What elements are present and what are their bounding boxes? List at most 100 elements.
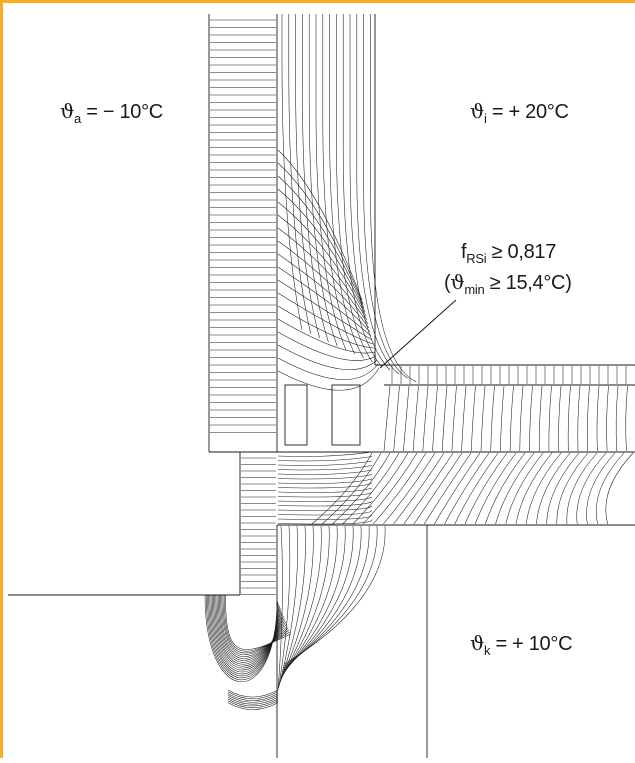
isotherm-line bbox=[277, 344, 378, 370]
isotherm-line bbox=[403, 385, 410, 452]
isotherm-line bbox=[277, 465, 373, 471]
isotherm-line bbox=[277, 331, 377, 361]
isotherm-line bbox=[277, 456, 373, 462]
isotherm-line bbox=[221, 594, 289, 655]
isotherm-line bbox=[529, 385, 533, 452]
isotherm-line bbox=[393, 452, 445, 525]
isotherm-line bbox=[576, 452, 607, 525]
isotherm-line bbox=[277, 357, 379, 380]
isotherm-line bbox=[277, 253, 371, 333]
isotherm-line bbox=[495, 452, 535, 525]
isotherm-line bbox=[277, 496, 373, 502]
isotherm-line bbox=[277, 240, 370, 329]
isotherm-line bbox=[596, 385, 600, 452]
isotherm-line bbox=[277, 201, 367, 317]
isotherm-line bbox=[383, 385, 391, 452]
isotherm-line bbox=[277, 505, 373, 511]
isotherm-line bbox=[277, 474, 373, 480]
isotherm-line bbox=[566, 452, 598, 525]
isotherm-line bbox=[214, 594, 284, 667]
isotherm-line bbox=[393, 385, 400, 452]
isotherm-line bbox=[227, 700, 279, 709]
isotherm-line bbox=[282, 525, 362, 671]
isotherm-line bbox=[278, 525, 291, 689]
isotherm-line bbox=[451, 385, 457, 452]
label-inside-temperature: ϑi = + 20°C bbox=[470, 99, 569, 126]
label-theta-min: (ϑmin ≥ 15,4°C) bbox=[444, 270, 572, 297]
isotherm-line bbox=[625, 385, 628, 452]
isotherm-line bbox=[227, 691, 279, 700]
isotherm-lines bbox=[204, 14, 634, 710]
isotherm-line bbox=[315, 14, 347, 351]
isotherm-line bbox=[227, 695, 279, 703]
label-frsi: fRSi ≥ 0,817 bbox=[461, 241, 557, 266]
isotherm-line bbox=[277, 162, 364, 305]
isotherm-line bbox=[586, 452, 616, 525]
isotherm-line bbox=[485, 452, 526, 525]
isotherm-line bbox=[223, 594, 290, 652]
isotherm-line bbox=[332, 452, 391, 525]
isotherm-line bbox=[217, 594, 287, 661]
isotherm-line bbox=[322, 14, 356, 355]
isotherm-line bbox=[471, 385, 476, 452]
isotherm-line bbox=[205, 594, 279, 681]
isotherm-line bbox=[277, 510, 373, 516]
isotherm-line bbox=[277, 292, 374, 345]
isotherm-line bbox=[606, 385, 609, 452]
isotherm-line bbox=[546, 452, 580, 525]
isotherm-line bbox=[277, 318, 376, 354]
isotherm-line bbox=[444, 452, 490, 525]
isotherm-line bbox=[278, 525, 298, 687]
isotherm-line bbox=[352, 452, 409, 525]
isotherm-line bbox=[329, 14, 364, 359]
isotherm-line bbox=[342, 14, 382, 367]
isotherm-line bbox=[225, 594, 291, 650]
isotherm-line bbox=[277, 514, 373, 520]
isotherm-line bbox=[413, 452, 463, 525]
isotherm-line bbox=[615, 385, 619, 452]
isotherm-line bbox=[464, 452, 508, 525]
isotherm-line bbox=[422, 385, 429, 452]
isotherm-line bbox=[295, 14, 320, 339]
isotherm-line bbox=[227, 702, 279, 710]
isotherm-line bbox=[277, 469, 373, 475]
isotherm-line bbox=[577, 385, 581, 452]
isotherm-line bbox=[284, 525, 386, 665]
isotherm-line bbox=[587, 385, 590, 452]
insulation-block-1 bbox=[284, 384, 308, 446]
isotherm-line bbox=[349, 14, 391, 371]
construction-outline bbox=[8, 14, 635, 758]
isotherm-line bbox=[423, 452, 472, 525]
isotherm-line bbox=[277, 227, 369, 325]
isotherm-line bbox=[342, 452, 400, 525]
isotherm-line bbox=[322, 452, 382, 525]
isotherm-line bbox=[548, 385, 552, 452]
isotherm-line bbox=[311, 452, 373, 525]
label-outside-temperature: ϑa = − 10°C bbox=[60, 99, 163, 126]
isotherm-line bbox=[412, 385, 419, 452]
isotherm-line bbox=[277, 214, 368, 321]
isotherm-line bbox=[505, 452, 544, 525]
isotherm-line bbox=[362, 452, 418, 525]
isotherm-line bbox=[277, 367, 380, 391]
isotherm-line bbox=[277, 483, 373, 489]
isotherm-line bbox=[556, 452, 589, 525]
isotherm-line bbox=[216, 594, 286, 663]
isotherm-line bbox=[227, 698, 279, 707]
isotherm-line bbox=[277, 305, 375, 349]
isotherm-line bbox=[277, 266, 372, 337]
isotherm-line bbox=[277, 451, 373, 457]
isotherm-line bbox=[277, 492, 373, 498]
isotherm-line bbox=[525, 452, 562, 525]
isotherm-line bbox=[281, 14, 303, 331]
isotherm-line bbox=[480, 385, 486, 452]
isotherm-line bbox=[461, 385, 467, 452]
isotherm-line bbox=[215, 594, 285, 665]
isotherm-line bbox=[208, 594, 280, 677]
isotherm-line bbox=[277, 501, 373, 507]
isotherm-line bbox=[277, 188, 366, 313]
annotation-leader-line bbox=[379, 299, 457, 369]
isotherm-line bbox=[509, 385, 514, 452]
isotherm-line bbox=[383, 452, 436, 525]
